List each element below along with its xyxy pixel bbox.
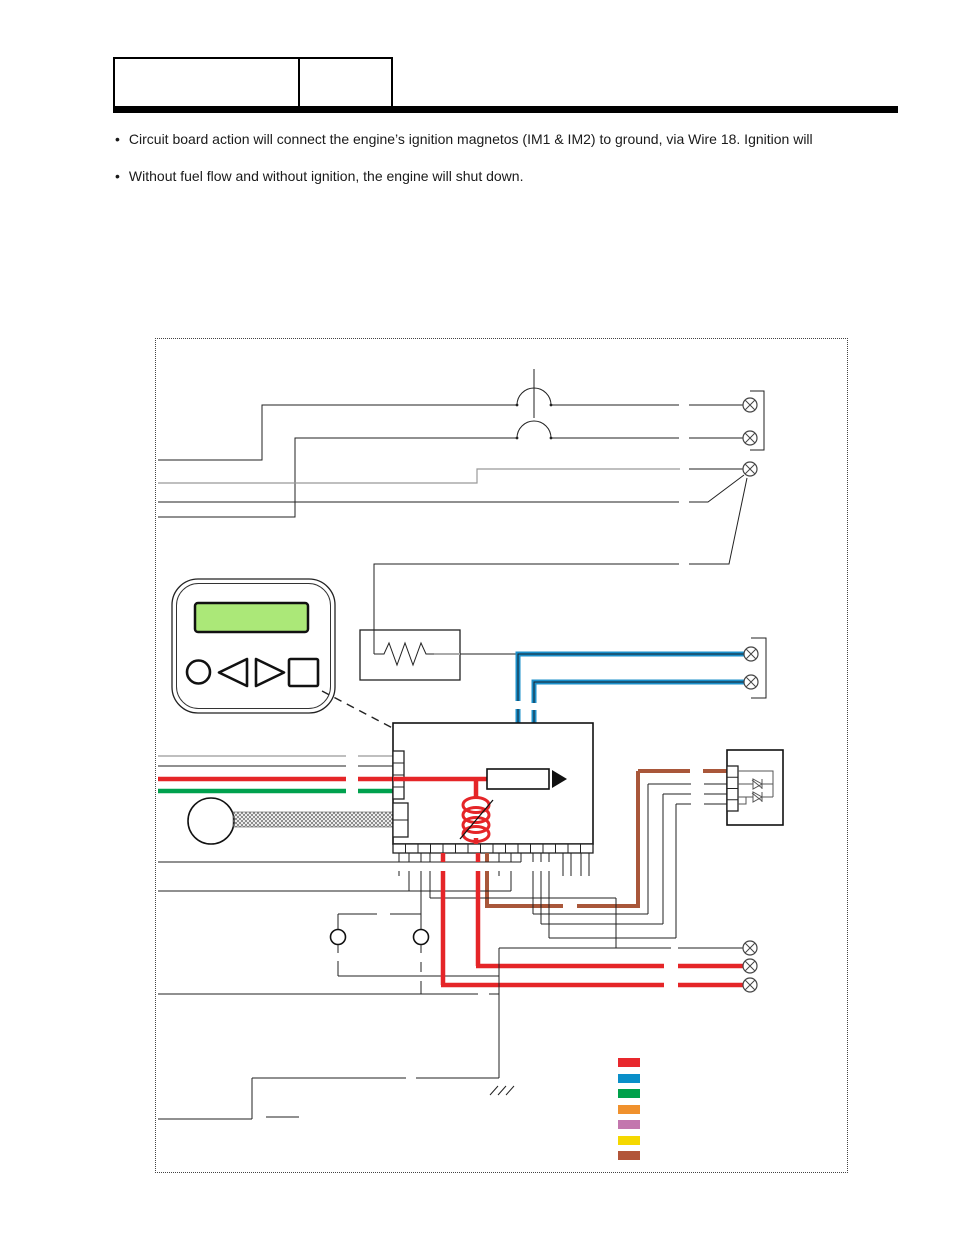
- lcd-display: [193, 601, 310, 634]
- bullet-item: • Circuit board action will connect the …: [115, 131, 915, 148]
- resistor-icon: [374, 641, 434, 667]
- legend: [618, 1058, 640, 1160]
- resistor-box: [359, 629, 518, 681]
- ground-terminal-icon: [742, 977, 758, 993]
- bullet-marker: •: [115, 168, 120, 184]
- bullet-item: • Without fuel flow and without ignition…: [115, 168, 915, 185]
- board-pin-wires: [158, 853, 617, 948]
- header-box: [113, 57, 393, 106]
- cable-loom: [232, 811, 407, 828]
- wiring-diagram: [158, 369, 784, 1120]
- ground-symbol-icon: [489, 1085, 515, 1096]
- ground-terminal-icon: [742, 430, 758, 446]
- stud-terminals: [158, 913, 499, 995]
- breaker-icon: [515, 369, 553, 440]
- right-connector: [532, 749, 784, 939]
- blue-wires: [515, 637, 767, 737]
- round-button: [185, 659, 212, 685]
- bullet-marker: •: [115, 131, 120, 147]
- control-panel: [171, 578, 405, 735]
- board-left-connector: [392, 750, 409, 838]
- arrow-icon: [552, 770, 567, 788]
- stud-terminal-icon: [329, 928, 347, 946]
- terminal-bracket: [750, 390, 765, 451]
- circuit-board: [392, 722, 594, 854]
- ground-terminal-icon: [743, 674, 759, 690]
- header-cell-right: [300, 59, 391, 106]
- panel-callout-leader: [321, 690, 405, 735]
- board-bottom-connector: [392, 843, 594, 854]
- right-arrow-button: [254, 657, 286, 688]
- legend-swatch-yellow: [618, 1135, 640, 1145]
- ground-terminal-icon: [742, 958, 758, 974]
- left-arrow-button: [217, 657, 249, 688]
- relay-box: [486, 768, 550, 790]
- bullet-text: Circuit board action will connect the en…: [128, 131, 813, 147]
- ground-terminal-icon: [742, 397, 758, 413]
- bullet-text: Without fuel flow and without ignition, …: [128, 168, 524, 184]
- ground-terminal-icon: [742, 940, 758, 956]
- stud-terminal-icon: [412, 928, 430, 946]
- legend-swatch-violet: [618, 1120, 640, 1129]
- legend-swatch-blue: [618, 1073, 640, 1083]
- header-rule: [113, 106, 898, 113]
- legend-swatch-brown: [618, 1151, 640, 1160]
- wiring-diagram-frame: [155, 338, 848, 1173]
- legend-swatch-orange: [618, 1104, 640, 1114]
- sender-wiring: [158, 461, 758, 630]
- square-button: [287, 657, 320, 688]
- ground-wiring: [158, 948, 515, 1120]
- legend-swatch-green: [618, 1089, 640, 1098]
- circuit-breaker-wiring: [158, 369, 765, 518]
- bottom-output-wiring: [440, 853, 758, 993]
- horn-icon: [187, 797, 235, 845]
- left-harness: [158, 755, 487, 845]
- brown-wire: [485, 769, 727, 908]
- ground-terminal-icon: [742, 461, 758, 477]
- terminal-bracket: [751, 637, 767, 699]
- legend-swatch-red: [618, 1058, 640, 1067]
- header-cell-left: [115, 59, 300, 106]
- ground-terminal-icon: [743, 646, 759, 662]
